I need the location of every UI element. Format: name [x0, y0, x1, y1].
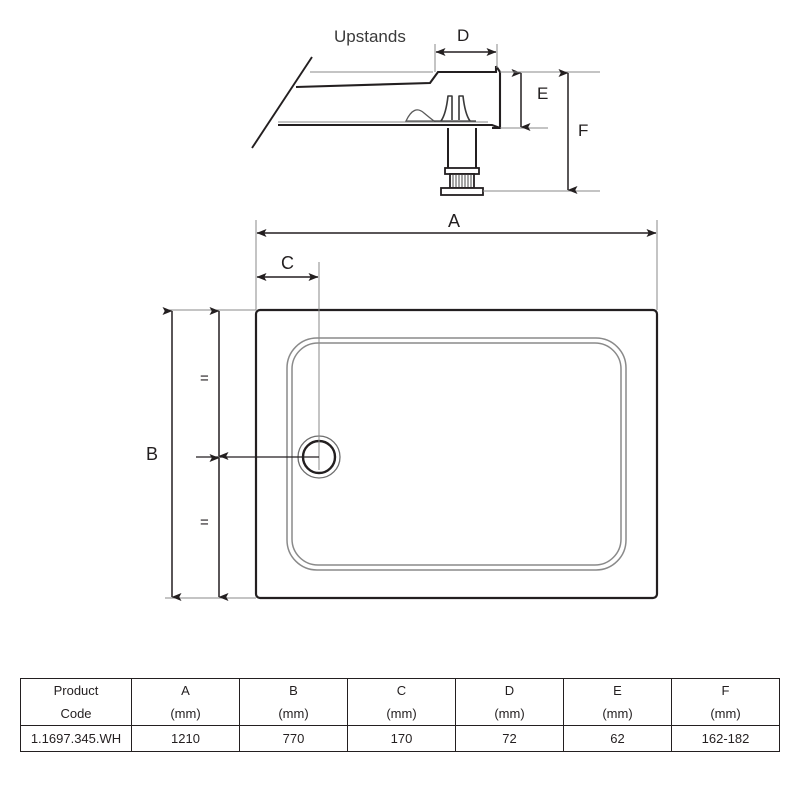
leg-knurl-hatching: [452, 175, 472, 187]
table-row: 1.1697.345.WH 1210 770 170 72 62 162-182: [20, 725, 780, 752]
dim-label-B: B: [146, 444, 159, 464]
cell-b: 770: [239, 725, 348, 752]
header-e-unit: (mm): [563, 702, 672, 726]
table-header-row-top: Product A B C D E F: [20, 678, 780, 702]
dimension-C: [256, 262, 320, 470]
cross-section-view: [251, 56, 502, 196]
plan-view: [254, 308, 659, 600]
tray-basin-outline-outer: [286, 337, 627, 571]
specification-table: Product A B C D E F Code (mm) (mm) (mm) …: [20, 678, 780, 752]
tray-outer-outline: [254, 308, 659, 600]
header-b-unit: (mm): [239, 702, 348, 726]
cell-f: 162-182: [671, 725, 780, 752]
dimension-B: [162, 307, 256, 601]
dim-label-F: F: [578, 121, 589, 140]
dimension-D: [434, 44, 498, 72]
section-upstand-lip: [492, 65, 502, 130]
header-a-unit: (mm): [131, 702, 240, 726]
upstands-label: Upstands: [334, 27, 406, 46]
header-d-top: D: [455, 678, 564, 702]
section-waste-rib-left: [440, 95, 453, 122]
section-waste-hump: [404, 109, 436, 122]
leg-foot-plate: [440, 187, 484, 196]
specification-table-wrapper: Product A B C D E F Code (mm) (mm) (mm) …: [20, 678, 780, 752]
table-header-row-bottom: Code (mm) (mm) (mm) (mm) (mm) (mm): [20, 702, 780, 726]
tray-basin-outline-inner: [291, 342, 622, 566]
dimension-equal-split: [196, 307, 319, 601]
cell-a: 1210: [131, 725, 240, 752]
header-product-code-top: Product: [20, 678, 132, 702]
header-c-unit: (mm): [347, 702, 456, 726]
table-body: 1.1697.345.WH 1210 770 170 72 62 162-182: [20, 725, 780, 752]
header-b-top: B: [239, 678, 348, 702]
dimension-A: [255, 220, 658, 310]
dim-label-A: A: [448, 211, 461, 231]
header-c-top: C: [347, 678, 456, 702]
header-product-code-bottom: Code: [20, 702, 132, 726]
section-underside-line: [278, 123, 501, 129]
cell-c: 170: [347, 725, 456, 752]
dim-label-equal-lower: =: [200, 514, 209, 531]
dim-label-D: D: [457, 26, 470, 45]
cell-d: 72: [455, 725, 564, 752]
cell-product-code: 1.1697.345.WH: [20, 725, 132, 752]
dim-label-C: C: [281, 253, 294, 273]
dim-label-equal-upper: =: [200, 370, 209, 387]
cell-e: 62: [563, 725, 672, 752]
dim-label-E: E: [537, 84, 549, 103]
table-header: Product A B C D E F Code (mm) (mm) (mm) …: [20, 678, 780, 726]
header-f-unit: (mm): [671, 702, 780, 726]
header-a-top: A: [131, 678, 240, 702]
section-waste-rib-right: [458, 95, 471, 122]
header-f-top: F: [671, 678, 780, 702]
section-upper-profile: [295, 66, 498, 89]
dimension-F: [483, 69, 600, 194]
section-break-line: [251, 56, 313, 149]
header-d-unit: (mm): [455, 702, 564, 726]
header-e-top: E: [563, 678, 672, 702]
